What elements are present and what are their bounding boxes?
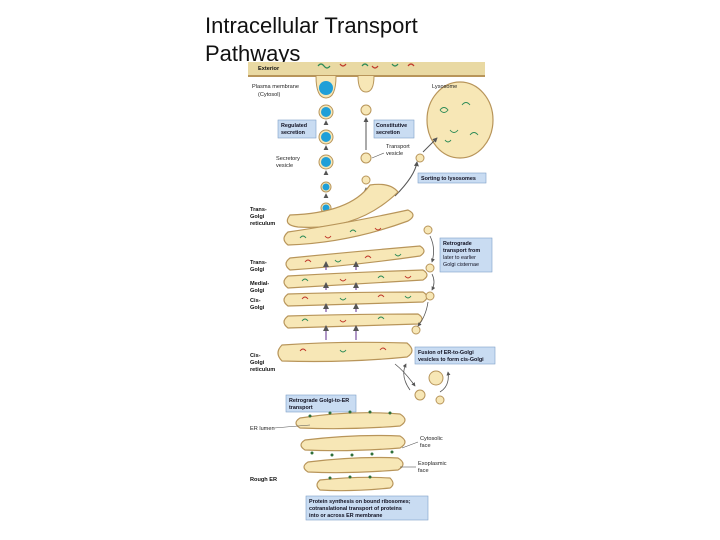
fusion-line-2: vesicles to form cis-Golgi xyxy=(418,357,484,363)
label-cis-golgi-1: Cis- xyxy=(250,298,261,304)
retrograde-later-line-2: transport from xyxy=(443,248,480,254)
lysosome-cargo xyxy=(439,102,479,143)
label-exoplasmic-face-1: Exoplasmic xyxy=(418,461,447,467)
constitutive-secretion-box xyxy=(373,119,415,139)
label-transport-vesicle-1: Transport xyxy=(386,144,410,150)
anterograde-arrows xyxy=(323,261,359,340)
label-exoplasmic-face-2: face xyxy=(418,468,429,474)
lysosome-sorting-path xyxy=(394,137,438,197)
label-lysosome: Lysosome xyxy=(432,84,457,90)
label-trans-golgi-2: Golgi xyxy=(250,267,265,273)
regulated-secretion-line-1: Regulated xyxy=(281,123,307,129)
golgi-stack xyxy=(277,183,428,363)
label-er-lumen: ER lumen xyxy=(250,426,275,432)
fusion-box xyxy=(414,346,496,365)
fusion-line-1: Fusion of ER-to-Golgi xyxy=(418,350,474,356)
slide-title-line-2: Pathways xyxy=(205,41,301,66)
retrograde-later-line-1: Retrograde xyxy=(443,241,472,247)
ribosomes xyxy=(308,410,394,480)
label-medial-golgi-1: Medial- xyxy=(250,281,269,287)
retrograde-golgi-er-line-2: transport xyxy=(289,405,313,411)
constitutive-secretion-column xyxy=(357,75,375,185)
regulated-secretion-line-2: secretion xyxy=(281,130,305,136)
label-transport-vesicle-2: vesicle xyxy=(386,151,403,157)
golgi-cargo xyxy=(299,227,412,353)
regulated-secretion-box xyxy=(277,119,317,139)
label-secretory-vesicle-2: vesicle xyxy=(276,163,293,169)
transport-vesicle-pointer xyxy=(371,152,385,159)
er-lumen-pointer xyxy=(273,424,311,429)
label-secretory-vesicle-1: Secretory xyxy=(276,156,300,162)
exterior-band xyxy=(248,62,485,76)
sorting-to-lysosomes-label: Sorting to lysosomes xyxy=(421,176,476,182)
label-trans-golgi-1: Trans- xyxy=(250,260,267,266)
sorting-to-lysosomes-box xyxy=(417,172,487,184)
label-trans-golgi-reticulum-3: reticulum xyxy=(250,221,275,227)
slide-title: Intracellular Transport Pathways xyxy=(205,12,505,68)
label-cytosolic-face-2: face xyxy=(420,443,431,449)
cytosolic-face-pointer xyxy=(401,441,419,449)
label-trans-golgi-reticulum-2: Golgi xyxy=(250,214,265,220)
retrograde-later-line-3: later to earlier xyxy=(443,255,476,261)
label-exterior: Exterior xyxy=(258,66,280,72)
label-cis-golgi-reticulum-3: reticulum xyxy=(250,367,275,373)
label-medial-golgi-2: Golgi xyxy=(250,288,265,294)
retrograde-later-line-4: Golgi cisternae xyxy=(443,262,479,268)
label-rough-er: Rough ER xyxy=(250,477,277,483)
retrograde-arrows xyxy=(417,235,436,327)
constitutive-secretion-line-1: Constitutive xyxy=(376,123,407,129)
regulated-secretion-column xyxy=(315,75,337,214)
er-golgi-vesicles xyxy=(414,370,445,405)
protein-synthesis-line-2: cotranslational transport of proteins xyxy=(309,506,402,512)
retrograde-golgi-er-box xyxy=(285,394,357,413)
retrograde-golgi-er-line-1: Retrograde Golgi-to-ER xyxy=(289,398,349,404)
exterior-cargo xyxy=(317,63,415,69)
retrograde-vesicles xyxy=(411,225,435,335)
protein-synthesis-line-1: Protein synthesis on bound ribosomes; xyxy=(309,499,411,505)
label-cytosolic-face-1: Cytosolic xyxy=(420,436,443,442)
protein-synthesis-line-3: into or across ER membrane xyxy=(309,513,382,519)
label-trans-golgi-reticulum-1: Trans- xyxy=(250,207,267,213)
protein-synthesis-box xyxy=(305,495,429,521)
slide-title-line-1: Intracellular Transport xyxy=(205,13,418,38)
retrograde-later-box xyxy=(439,237,493,273)
rough-er xyxy=(295,412,406,492)
label-cis-golgi-reticulum-1: Cis- xyxy=(250,353,261,359)
label-cytosol: (Cytosol) xyxy=(258,92,281,98)
lysosome xyxy=(426,81,494,159)
er-golgi-arrows xyxy=(394,363,451,393)
label-cis-golgi-reticulum-2: Golgi xyxy=(250,360,265,366)
constitutive-secretion-line-2: secretion xyxy=(376,130,400,136)
label-plasma-membrane: Plasma membrane xyxy=(252,84,299,90)
label-cis-golgi-2: Golgi xyxy=(250,305,265,311)
